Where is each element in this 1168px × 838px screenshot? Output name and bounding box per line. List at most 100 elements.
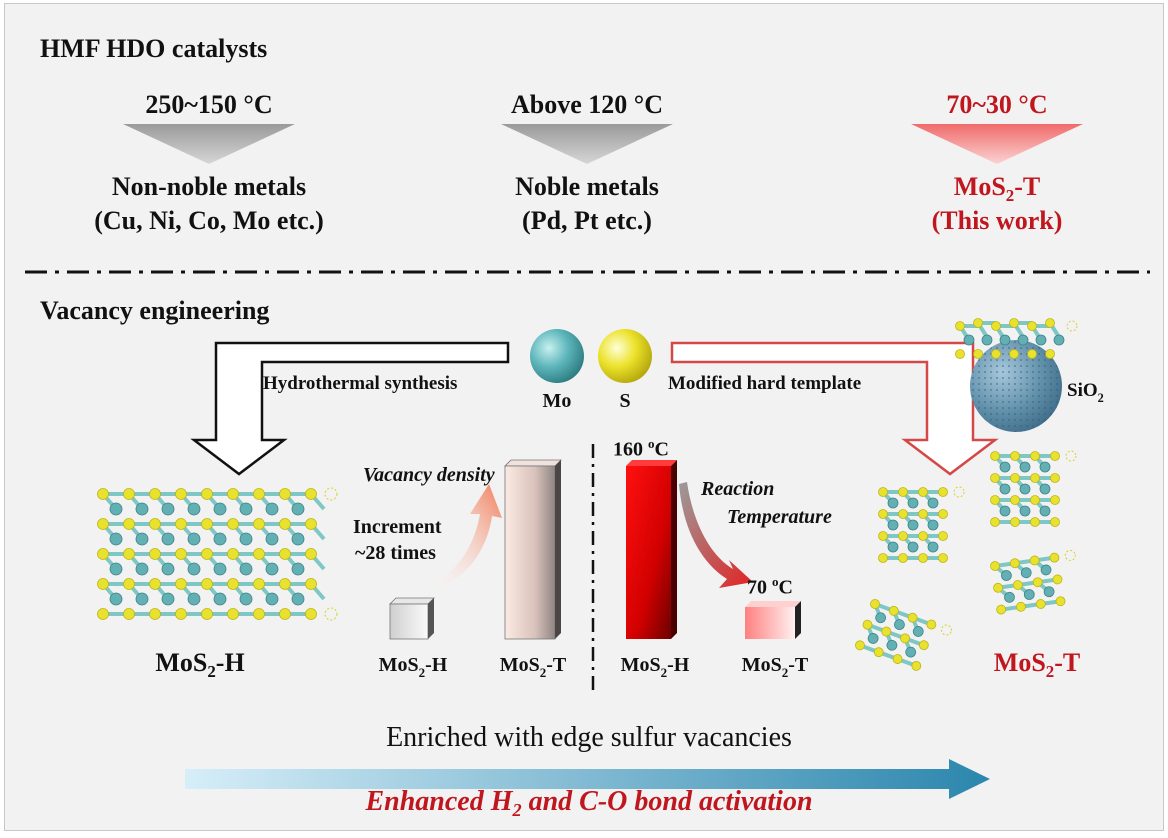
- s-atom-small: [955, 349, 965, 359]
- s-atom-small: [1012, 580, 1023, 590]
- s-atom-small: [305, 578, 317, 590]
- s-atom-small: [227, 488, 239, 500]
- s-atom-small: [175, 488, 187, 500]
- s-atom-small: [1050, 451, 1060, 461]
- s-atom-small: [1009, 558, 1020, 569]
- mo-atom: [530, 329, 584, 383]
- mo-atom-small: [886, 639, 898, 651]
- s-atom-small: [1052, 574, 1063, 585]
- catalyst-detail-this-work: (This work): [931, 206, 1063, 235]
- s-atom-small: [878, 487, 888, 497]
- s-atom-small: [149, 548, 161, 560]
- s-atom-small: [149, 608, 161, 620]
- s-atom-small: [305, 518, 317, 530]
- s-atom-small: [938, 509, 948, 519]
- s-atom-small: [892, 654, 903, 664]
- s-atom-small: [1030, 451, 1040, 461]
- mo-atom-small: [291, 502, 305, 516]
- vacancy-xlabel-mos2-h: MoS2-H: [378, 654, 448, 680]
- mo-atom-small: [1004, 591, 1015, 603]
- mo-atom-small: [265, 532, 279, 546]
- s-atom-small: [305, 488, 317, 500]
- catalyst-detail-non-noble: (Cu, Ni, Co, Mo etc.): [94, 206, 324, 235]
- s-atom-small: [279, 608, 291, 620]
- mo-atom-small: [1040, 564, 1052, 576]
- high-temp-label: 160 oC: [613, 436, 669, 461]
- mo-atom-small: [213, 562, 227, 576]
- s-atom-small: [253, 488, 265, 500]
- s-atom-small: [201, 578, 213, 590]
- vacancy-marker: [1065, 450, 1077, 462]
- s-atom-small: [201, 488, 213, 500]
- s-atom-small: [973, 318, 983, 328]
- s-atom-small: [1055, 596, 1066, 607]
- mo-atom-small: [161, 532, 175, 546]
- mo-atom-small: [1020, 567, 1032, 579]
- vacancy-xlabel-mos2-t: MoS2-T: [499, 654, 567, 680]
- hard-template-label: Modified hard template: [668, 373, 862, 394]
- mo-atom-small: [999, 505, 1011, 517]
- s-atom-small: [1030, 473, 1040, 483]
- vacancy-marker: [940, 624, 952, 636]
- mo-atom-small: [1035, 334, 1047, 346]
- s-atom-small: [911, 660, 922, 671]
- s-atom-small: [888, 605, 899, 616]
- s-atom-small: [938, 487, 948, 497]
- vacancy-marker: [1066, 320, 1078, 332]
- vacancy-bar-mos2-t: [504, 459, 562, 640]
- mo-atom-small: [213, 502, 227, 516]
- mo-atom-small: [875, 612, 887, 624]
- vacancy-density-annotation: Vacancy density: [363, 464, 495, 486]
- mos2-cluster: [990, 450, 1077, 527]
- s-atom-small: [973, 349, 983, 359]
- mo-atom-small: [187, 592, 201, 606]
- temp-label-noble: Above 120 °C: [511, 90, 663, 119]
- mo-atom-small: [109, 532, 123, 546]
- s-atom-small: [1050, 495, 1060, 505]
- catalyst-name-noble: Noble metals: [515, 172, 659, 201]
- mo-atom-small: [109, 562, 123, 576]
- mo-atom-small: [291, 592, 305, 606]
- increment-line2: ~28 times: [355, 542, 436, 564]
- s-atom-small: [918, 509, 928, 519]
- s-atom-small: [990, 495, 1000, 505]
- mo-atom-small: [135, 502, 149, 516]
- vacancy-marker: [324, 487, 338, 501]
- s-atom-small: [907, 612, 918, 623]
- s-atom-small: [201, 548, 213, 560]
- mo-atom-small: [239, 592, 253, 606]
- s-atom-small: [1010, 495, 1020, 505]
- s-atom-small: [253, 548, 265, 560]
- s-atom-small: [991, 349, 1001, 359]
- mo-atom-small: [187, 532, 201, 546]
- low-temp-label: 70 oC: [747, 574, 793, 599]
- s-atom-small: [279, 518, 291, 530]
- s-atom-small: [898, 531, 908, 541]
- mo-atom-small: [905, 646, 917, 658]
- s-atom-small: [1027, 321, 1037, 331]
- s-atom-small: [926, 619, 937, 630]
- mo-atom-small: [887, 541, 899, 553]
- s-atom-small: [855, 640, 865, 651]
- mo-atom-small: [894, 619, 905, 630]
- enrichment-arrow: [185, 759, 990, 799]
- mo-atom-small: [867, 633, 879, 644]
- s-atom-small: [253, 608, 265, 620]
- vacancy-increase-arrow: [425, 484, 502, 592]
- mo-atom-small: [135, 532, 149, 546]
- s-atom-small: [227, 578, 239, 590]
- s-atom-small: [898, 509, 908, 519]
- temp-bar-mos2-t: [745, 601, 801, 639]
- s-atom-small: [123, 518, 135, 530]
- mo-atom-small: [161, 562, 175, 576]
- mo-atom-small: [999, 461, 1011, 473]
- s-atom-small: [253, 578, 265, 590]
- footer-line2: Enhanced H2 and C-O bond activation: [365, 786, 813, 820]
- mo-atom-small: [265, 502, 279, 516]
- sio2-supported-sheet: [955, 318, 1078, 359]
- s-atom-small: [878, 553, 888, 563]
- mo-atom-small: [912, 626, 924, 637]
- mo-atom-small: [907, 519, 919, 531]
- vacancy-marker: [953, 486, 965, 498]
- mo-atom-small: [1019, 461, 1031, 473]
